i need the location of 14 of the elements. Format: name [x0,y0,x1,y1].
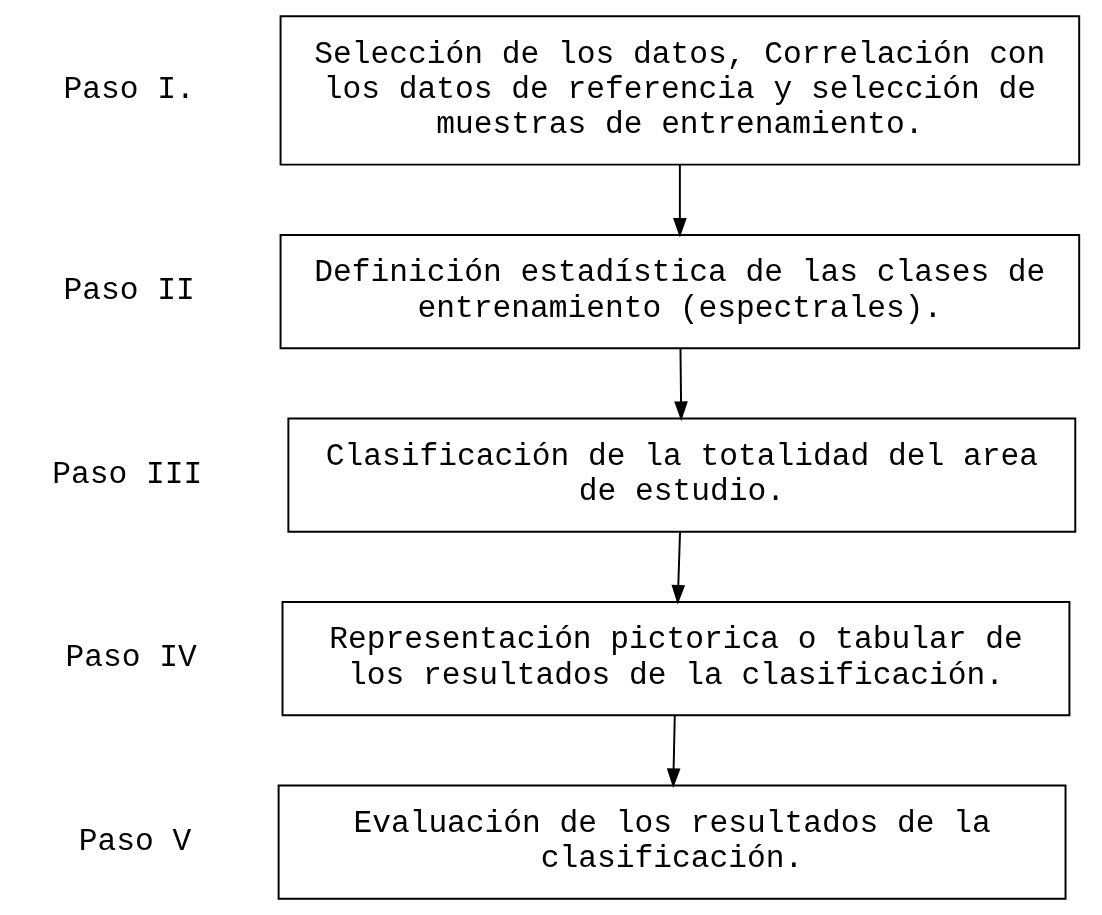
node-box: Definición estadística de las clases de entrenamiento (espectrales). [279,233,1081,350]
node-label: Paso V [78,823,192,859]
arrow [671,530,686,605]
node-box: Selección de los datos, Correlación con los datos de referencia y selección de muestras de entrenamiento. [279,15,1081,166]
node-box: Representación pictorica o tabular de los resultados de la clasificación. [281,601,1071,717]
node-label: Paso IV [65,640,197,676]
node-box: Evaluación de los resultados de la clasificación. [277,784,1067,900]
arrow [666,714,681,788]
node-label: Paso I. [63,71,195,107]
arrow [673,163,687,238]
node-label: Paso III [52,456,203,492]
node-box: Clasificación de la totalidad del area de estudio. [287,417,1077,533]
arrow [674,347,688,421]
node-label: Paso II [63,272,195,308]
